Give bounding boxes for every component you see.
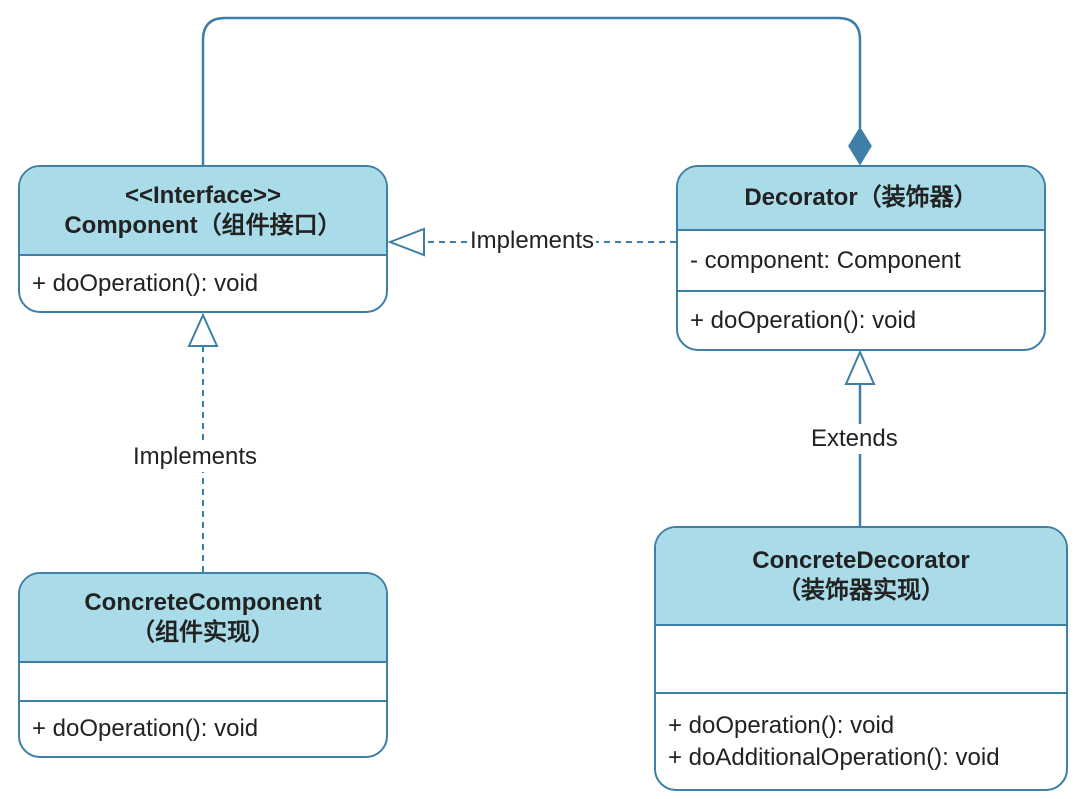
concrete-decorator-class-name: ConcreteDecorator	[752, 547, 970, 574]
concrete-component-class-header: ConcreteComponent （组件实现）	[20, 574, 386, 663]
concrete-decorator-extends-label: Extends	[809, 424, 900, 454]
concrete-component-methods: + doOperation(): void	[20, 702, 386, 756]
implements-arrowhead-icon	[187, 312, 219, 347]
composition-diamond-icon	[848, 126, 872, 166]
concrete-decorator-class-header: ConcreteDecorator （装饰器实现）	[656, 528, 1066, 626]
concrete-decorator-methods: + doOperation(): void + doAdditionalOper…	[656, 694, 1066, 789]
method-item: + doOperation(): void	[668, 711, 895, 739]
concrete-decorator-class-box[interactable]: ConcreteDecorator （装饰器实现） + doOperation(…	[654, 526, 1068, 791]
decorator-class-header: Decorator（装饰器）	[678, 167, 1044, 231]
decorator-implements-label: Implements	[468, 226, 597, 256]
method-item: + doAdditionalOperation(): void	[668, 743, 1000, 771]
concrete-decorator-attributes	[656, 626, 1066, 694]
component-methods: + doOperation(): void	[20, 256, 386, 311]
implements-arrowhead-icon	[387, 227, 425, 257]
concrete-component-implements-label: Implements	[131, 442, 260, 472]
method-item: + doOperation(): void	[690, 306, 917, 334]
concrete-component-class-name: ConcreteComponent	[84, 588, 322, 616]
component-stereotype: <<Interface>>	[124, 181, 282, 209]
decorator-methods: + doOperation(): void	[678, 292, 1044, 349]
concrete-component-attributes	[20, 663, 386, 702]
attribute-item: - component: Component	[690, 246, 961, 274]
decorator-class-box[interactable]: Decorator（装饰器） - component: Component + …	[676, 165, 1046, 351]
concrete-component-class-box[interactable]: ConcreteComponent （组件实现） + doOperation()…	[18, 572, 388, 758]
method-item: + doOperation(): void	[32, 715, 259, 742]
component-class-box[interactable]: <<Interface>> Component（组件接口） + doOperat…	[18, 165, 388, 313]
decorator-class-name: Decorator（装饰器）	[744, 184, 978, 211]
extends-arrowhead-icon	[844, 349, 876, 385]
decorator-attributes: - component: Component	[678, 231, 1044, 292]
method-item: + doOperation(): void	[32, 269, 259, 297]
component-class-name: Component（组件接口）	[64, 211, 342, 239]
composition-line	[201, 16, 862, 166]
concrete-decorator-class-subtitle: （装饰器实现）	[777, 577, 945, 604]
concrete-component-class-subtitle: （组件实现）	[131, 618, 275, 646]
component-class-header: <<Interface>> Component（组件接口）	[20, 167, 386, 256]
